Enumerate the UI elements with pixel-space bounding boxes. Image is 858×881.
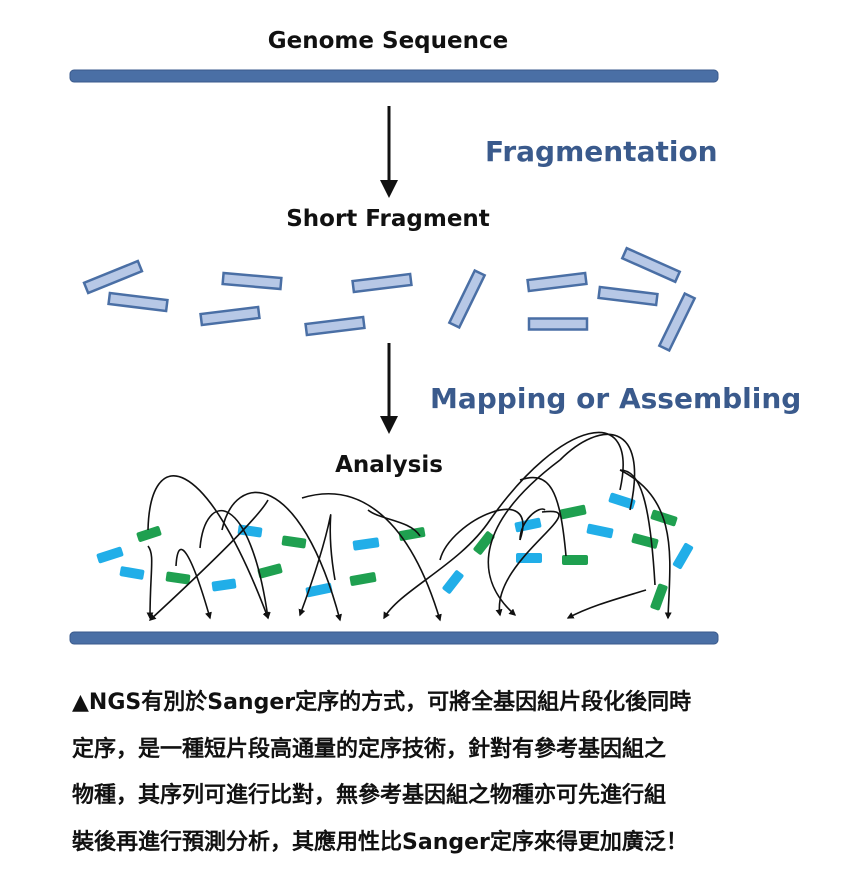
read-green [281, 535, 307, 549]
sequencing-reads-group [96, 492, 694, 611]
read-blue [442, 570, 464, 594]
fragment [351, 272, 413, 294]
read-blue [672, 542, 694, 570]
down-arrow-icon [380, 343, 398, 434]
read-blue [352, 537, 380, 551]
read-green [562, 555, 588, 565]
fragment [107, 291, 169, 313]
read-blue [96, 546, 124, 564]
read-green [473, 531, 495, 555]
fragmentation-label: Fragmentation [485, 135, 718, 168]
short-fragments-group [82, 246, 697, 353]
read-blue [305, 582, 333, 598]
read-green [349, 572, 377, 586]
read-blue [119, 566, 145, 580]
genome-sequence-bar [69, 69, 719, 83]
caption-line-4: 裝後再進行預測分析，其應用性比Sanger定序來得更加廣泛！ [72, 829, 688, 855]
read-blue [586, 523, 614, 539]
read-blue [516, 553, 542, 563]
read-green [257, 563, 283, 579]
read-blue [237, 524, 263, 538]
caption-text: ▲NGS有別於Sanger定序的方式，可將全基因組片段化後同時 定序，是一種短片… [72, 680, 792, 866]
fragment [527, 317, 589, 331]
fragment [82, 259, 144, 295]
fragment [447, 268, 487, 330]
caption-line-3: 物種，其序列可進行比對，無參考基因組之物種亦可先進行組 [72, 783, 667, 808]
caption-line-2: 定序，是一種短片段高通量的定序技術，針對有參考基因組之 [72, 736, 667, 762]
fragment [526, 271, 588, 293]
genome-sequence-label: Genome Sequence [268, 28, 508, 54]
read-green [559, 504, 587, 520]
fragment [199, 305, 261, 327]
read-blue [211, 578, 237, 592]
analysis-label: Analysis [335, 452, 443, 478]
mapping-or-assembling-label: Mapping or Assembling [430, 382, 801, 415]
fragment [657, 291, 697, 353]
ngs-workflow-diagram: Genome Sequence Fragmentation Short Frag… [69, 28, 801, 645]
read-green [165, 571, 191, 585]
read-blue [608, 492, 636, 510]
read-green [136, 526, 162, 542]
read-green [650, 583, 668, 611]
fragment [221, 271, 283, 291]
caption-line-1: ▲NGS有別於Sanger定序的方式，可將全基因組片段化後同時 [72, 690, 692, 715]
fragment [304, 315, 366, 337]
down-arrow-icon [380, 106, 398, 198]
fragment [597, 285, 659, 307]
read-green [398, 527, 426, 541]
fragment [620, 246, 682, 284]
read-green [631, 533, 659, 549]
short-fragment-label: Short Fragment [286, 206, 490, 232]
reference-genome-bar [69, 631, 719, 645]
curved-arrow-icon [146, 431, 672, 622]
